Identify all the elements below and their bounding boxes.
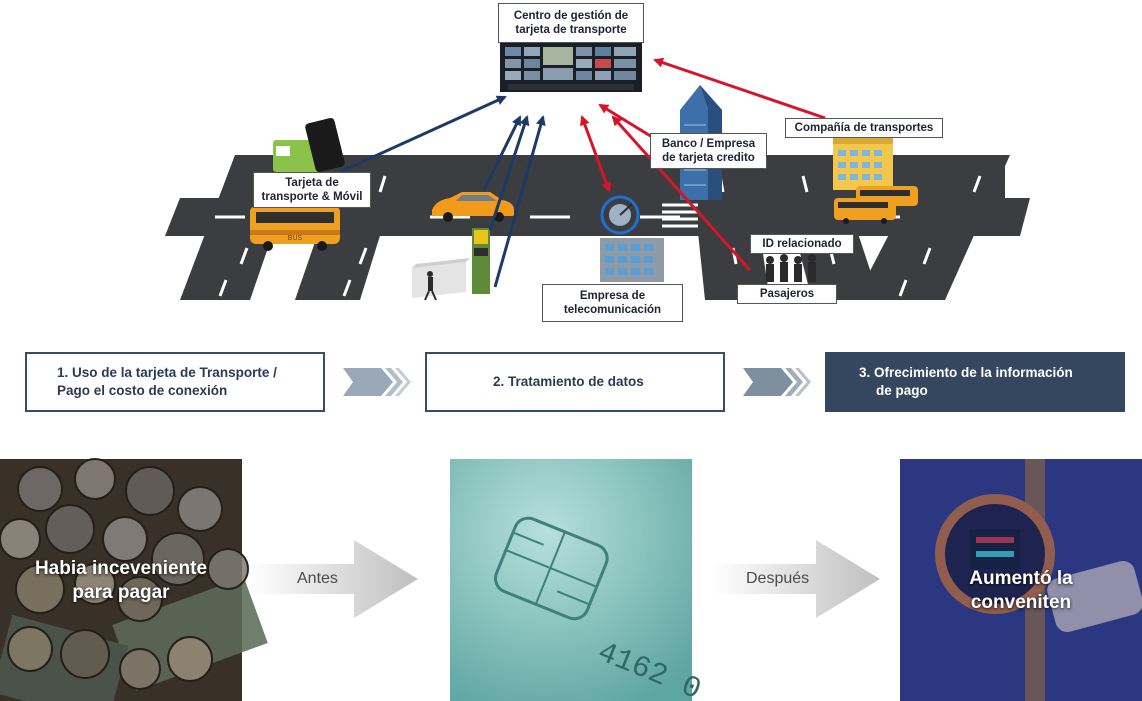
antes-label: Antes [297,570,338,587]
step-2-box: 2. Tratamiento de datos [425,352,725,412]
card-reader-kiosk [472,228,490,294]
step-1-box: 1. Uso de la tarjeta de Transporte / Pag… [25,352,325,412]
bus-stop [412,258,470,301]
card-mobile-label-line1: Tarjeta de [285,177,339,189]
transport-company-label: Compañía de transportes [785,118,943,138]
coins-circle-image: Habia inceveniente para pagar [0,458,268,701]
card-and-phone [273,117,345,173]
step-3-line2: de pago [876,383,928,398]
passengers-label: Pasajeros [737,284,837,304]
company-buses [834,186,918,224]
chevron-arrow-1-icon [343,368,411,396]
telecom-label-line1: Empresa de [579,290,646,302]
bank-label-line1: Banco / Empresa [661,138,756,150]
taxi-illustration [432,192,514,222]
passenger-silhouettes [766,254,816,282]
coins-illustration [0,458,268,701]
telecom-building [600,195,664,282]
blue-data-arrows [339,95,546,288]
related-id-label: ID relacionado [750,234,854,254]
antes-arrow-icon [250,540,418,618]
control-center-screens [500,42,642,92]
after-text-line2: conveniten [970,592,1072,613]
red-data-arrows [580,57,826,272]
road-network [165,155,1030,300]
before-text-line2: para pagar [72,582,170,603]
card-chip-illustration: 4162 0 [450,459,705,701]
step-3-box: 3. Ofrecimiento de la información de pag… [825,352,1125,412]
after-text-line1: Aumentó la [969,568,1073,589]
bank-label: Banco / Empresa de tarjeta credito [650,133,767,169]
control-center-label: Centro de gestión de tarjeta de transpor… [498,3,644,43]
control-center-label-line1: Centro de gestión de [513,10,629,22]
telecom-label: Empresa de telecomunicación [542,284,683,322]
network-diagram: BUS [165,42,1030,301]
despues-label: Después [746,570,810,587]
card-mobile-label-line2: transporte & Móvil [261,191,363,203]
before-text-line1: Habia inceveniente [34,558,208,579]
card-mobile-label: Tarjeta de transporte & Móvil [253,172,371,208]
transport-company-building [833,138,893,190]
terminal-illustration [900,459,1142,701]
step-1-line1: 1. Uso de la tarjeta de Transporte / [57,365,277,380]
control-center-label-line2: tarjeta de transporte [515,24,627,36]
card-chip-circle-image: 4162 0 [450,459,705,701]
bus-marking: BUS [288,235,303,242]
payment-terminal-circle-image: Aumentó la conveniten [900,459,1142,701]
bus-illustration: BUS [250,206,340,251]
step-2-line1: 2. Tratamiento de datos [493,374,644,389]
chevron-arrow-2-icon [743,368,811,396]
telecom-label-line2: telecomunicación [563,304,662,316]
despues-arrow-icon [712,540,880,618]
bank-label-line2: de tarjeta credito [662,152,755,164]
step-1-line2: Pago el costo de conexión [57,383,228,398]
step-3-line1: 3. Ofrecimiento de la información [859,365,1073,380]
